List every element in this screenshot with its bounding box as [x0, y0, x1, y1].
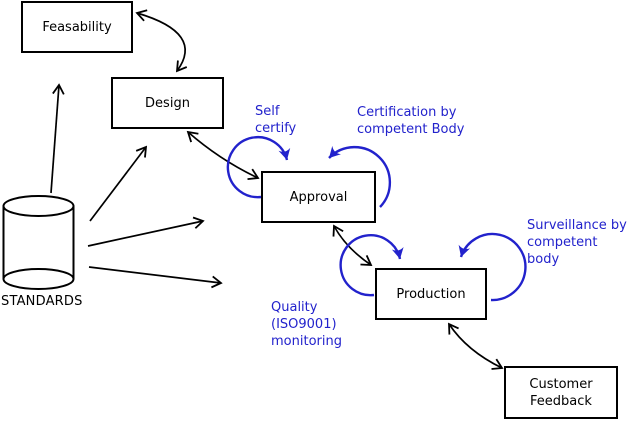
box-approval-label: Approval [289, 189, 348, 205]
box-feasability: Feasability [21, 1, 133, 53]
box-feasability-label: Feasability [42, 19, 112, 35]
arrow-standards-to-feasability [50, 83, 65, 194]
surveillance-annotation: Surveillance by competent body [527, 218, 627, 267]
arrow-design-approval [186, 130, 260, 181]
arrow-standards-to-approval [87, 216, 205, 247]
quality-annotation: Quality (ISO9001) monitoring [271, 300, 342, 349]
arrow-standards-to-production [88, 266, 223, 289]
arrow-standards-to-design [89, 145, 148, 222]
arrow-production-customer-feedback [448, 322, 504, 370]
box-customer-feedback-label: Customer Feedback [529, 376, 593, 409]
arrow-approval-production [332, 224, 373, 266]
quality-loop-arrow [339, 233, 404, 297]
box-production: Production [375, 268, 487, 320]
certification-loop-arrow [328, 145, 392, 208]
box-customer-feedback: Customer Feedback [504, 366, 618, 419]
arrow-feasability-design [135, 9, 188, 73]
standards-cylinder [2, 195, 75, 290]
certification-annotation: Certification by competent Body [357, 105, 465, 137]
box-approval: Approval [261, 171, 376, 223]
self-certify-annotation: Self certify [255, 104, 297, 136]
standards-cylinder-label: STANDARDS [1, 294, 83, 309]
box-production-label: Production [396, 286, 466, 302]
box-design: Design [111, 77, 224, 129]
self-certify-loop-arrow [226, 135, 291, 199]
box-design-label: Design [145, 95, 190, 111]
surveillance-loop-arrow [458, 232, 527, 302]
